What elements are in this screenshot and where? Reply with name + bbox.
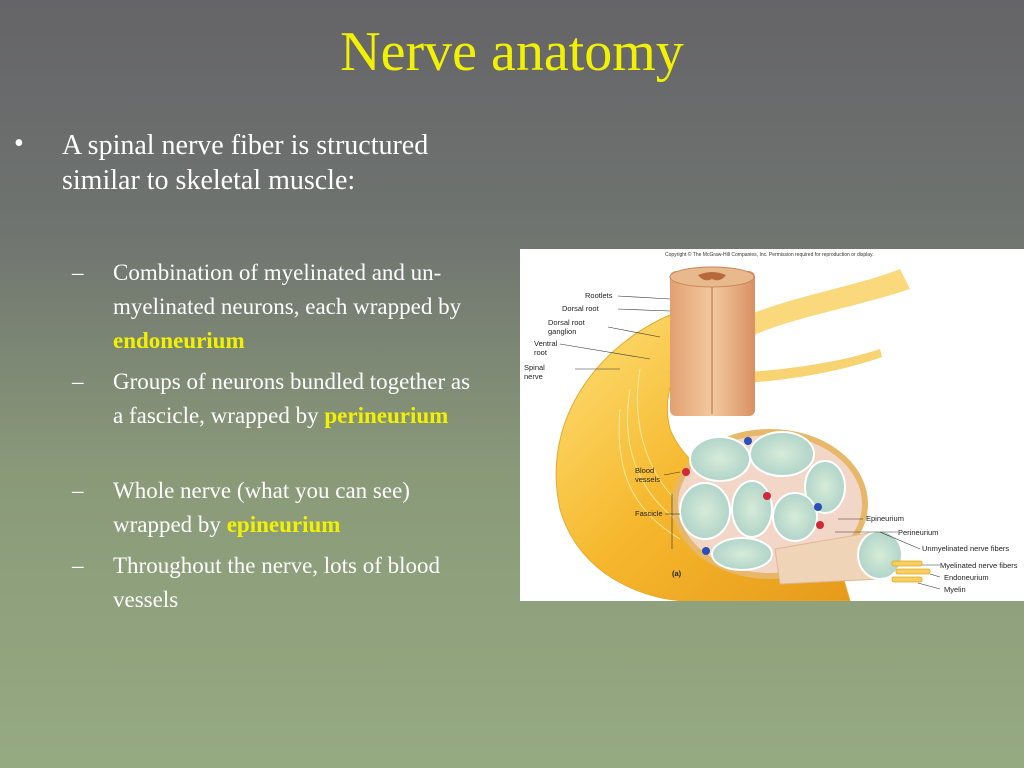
sub-bullet-text: Throughout the nerve, lots of blood vess… [113, 549, 483, 617]
sub-bullet-text: Combination of myelinated and un-myelina… [113, 256, 483, 358]
myelinated-fibers [891, 560, 931, 583]
label-rootlets: Rootlets [585, 291, 613, 300]
sub-bullet-plain: Groups of neurons bundled together as a … [113, 369, 471, 428]
vein [744, 437, 752, 445]
artery [816, 521, 824, 529]
label-myelin: Myelin [944, 585, 966, 594]
sub-bullet-text: Groups of neurons bundled together as a … [113, 365, 483, 433]
artery [763, 492, 771, 500]
copyright-text: Copyright © The McGraw-Hill Companies, I… [665, 251, 874, 258]
nerve-anatomy-figure: Copyright © The McGraw-Hill Companies, I… [520, 249, 1024, 601]
sub-bullet-plain: Whole nerve (what you can see) wrapped b… [113, 478, 410, 537]
panel-label: (a) [672, 569, 682, 578]
fascicle [679, 482, 731, 540]
dash-symbol: – [72, 553, 84, 578]
bullet-symbol: • [14, 128, 24, 159]
label-endoneurium: Endoneurium [944, 573, 989, 582]
label-fascicle: Fascicle [635, 509, 663, 518]
gray-matter [698, 272, 726, 281]
blood-vessels [682, 437, 824, 555]
fascicle [749, 431, 815, 477]
sub-bullet-text: Whole nerve (what you can see) wrapped b… [113, 474, 483, 542]
fascicle [731, 480, 773, 538]
label-dorsal-root-ganglion: Dorsal root [548, 318, 586, 327]
label-unmyelinated-fibers: Unmyelinated nerve fibers [922, 544, 1009, 553]
label-spinal-nerve: Spinal [524, 363, 545, 372]
label-spinal-nerve: nerve [524, 372, 543, 381]
dash-symbol: – [72, 369, 84, 394]
label-myelinated-fibers: Myelinated nerve fibers [940, 561, 1018, 570]
label-dorsal-root: Dorsal root [562, 304, 600, 313]
label-dorsal-root-ganglion: ganglion [548, 327, 576, 336]
nerve-rootlets [720, 269, 910, 344]
fascicle [711, 537, 773, 571]
label-blood-vessels: Blood [635, 466, 654, 475]
fascicle [772, 492, 818, 542]
fascicle [804, 460, 846, 514]
label-ventral-root: root [534, 348, 548, 357]
dash-symbol: – [72, 260, 84, 285]
sub-bullet-plain: Throughout the nerve, lots of blood vess… [113, 553, 441, 612]
nerve-illustration: Copyright © The McGraw-Hill Companies, I… [524, 251, 1018, 601]
fascicles [679, 431, 846, 571]
sub-bullet-highlight: perineurium [324, 403, 449, 428]
fascicle [689, 436, 751, 482]
sub-bullet-plain: Combination of myelinated and un-myelina… [113, 260, 462, 319]
main-bullet-text: A spinal nerve fiber is structured simil… [62, 130, 429, 196]
label-perineurium: Perineurium [898, 528, 938, 537]
sub-bullet-highlight: endoneurium [113, 328, 245, 353]
label-epineurium: Epineurium [866, 514, 904, 523]
label-blood-vessels: vessels [635, 475, 660, 484]
leader-lines [559, 295, 941, 590]
vein [702, 547, 710, 555]
label-ventral-root: Ventral [534, 339, 558, 348]
dash-symbol: – [72, 478, 84, 503]
slide-title: Nerve anatomy [340, 21, 684, 83]
artery [682, 468, 690, 476]
sub-bullet-highlight: epineurium [226, 512, 341, 537]
vein [814, 503, 822, 511]
fascicle-end [857, 530, 903, 580]
